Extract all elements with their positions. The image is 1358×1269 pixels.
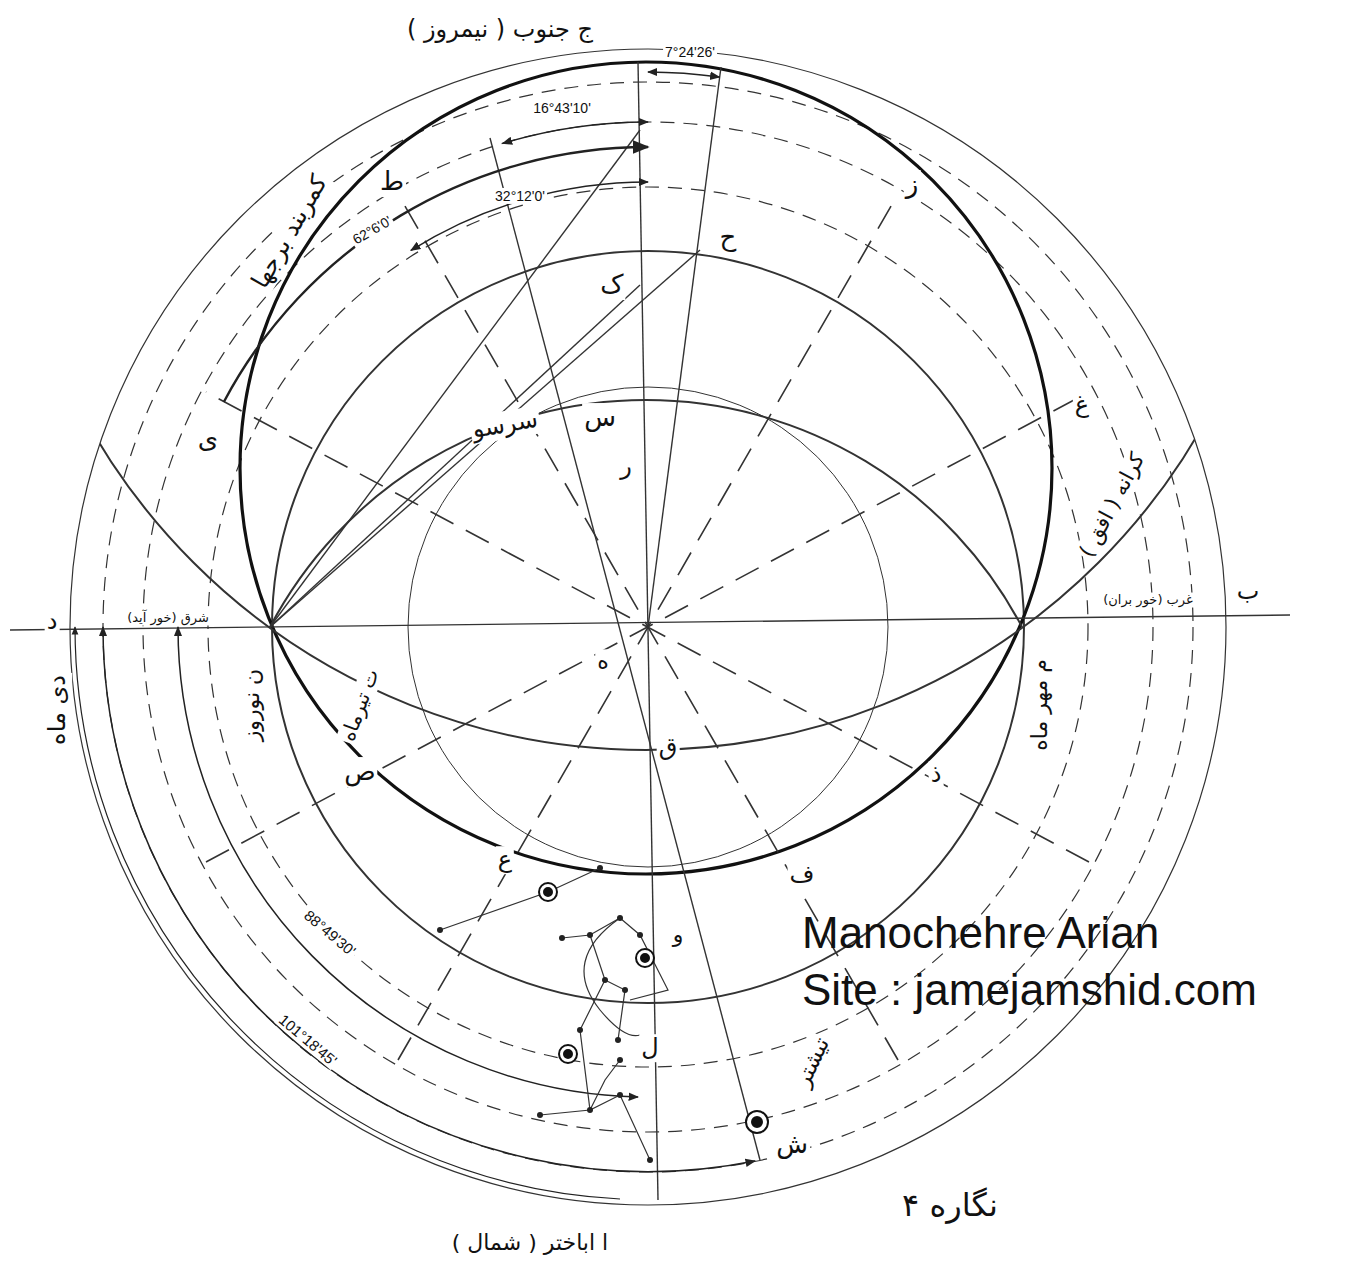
- angle-arc: [103, 627, 755, 1172]
- point-label: ح: [718, 223, 739, 253]
- sirius-symbol: [752, 1117, 762, 1127]
- point-label: سرسو: [468, 405, 542, 444]
- ecliptic-arc: [224, 147, 648, 402]
- point-label: ا اباختر ( شمال ): [450, 1230, 610, 1255]
- figure-caption: نگاره ۴: [900, 1187, 1000, 1224]
- lines: [10, 62, 1290, 1200]
- star-dot: [559, 935, 565, 941]
- point-label: ف: [788, 861, 817, 889]
- point-label: ه: [595, 649, 611, 674]
- star-symbols: [539, 883, 768, 1133]
- point-label: ز: [904, 170, 921, 200]
- point-label: ک: [598, 270, 625, 300]
- sirius-symbol: [746, 1111, 768, 1133]
- angle-arc: [503, 122, 648, 143]
- star-dot: [537, 1112, 543, 1118]
- point-label: ج جنوب ( نیمروز ): [405, 16, 595, 44]
- constellation-line: [584, 918, 640, 1036]
- star-dot: [602, 977, 608, 983]
- star-dot: [577, 1027, 583, 1033]
- star-symbol: [559, 1045, 577, 1063]
- point-label: ت تیرماه: [336, 664, 385, 746]
- angle-line: [648, 67, 721, 627]
- angle-label: 32°12'0': [493, 188, 547, 204]
- circles: [6, 0, 1286, 1205]
- dashed-diameter: [206, 392, 1089, 862]
- point-label: دی ماه: [44, 673, 72, 747]
- constellation: [440, 868, 668, 1160]
- point-label: ن نوروز: [239, 667, 264, 744]
- point-label: د: [45, 608, 60, 636]
- star-dot: [587, 1107, 593, 1113]
- star-dot: [437, 927, 443, 933]
- star-symbol: [539, 883, 557, 901]
- star-dot: [647, 1157, 653, 1163]
- point-label: ش: [774, 1130, 810, 1160]
- point-label: و: [671, 922, 686, 947]
- star-dot: [597, 865, 603, 871]
- angle-label: 16°43'10': [531, 100, 593, 116]
- point-label: ب: [1235, 578, 1262, 606]
- constellation-line: [605, 980, 625, 1040]
- point-label: تیشتر: [789, 1032, 835, 1093]
- star-symbol: [544, 888, 552, 896]
- star-dot: [615, 1037, 621, 1043]
- star-dot: [617, 1057, 623, 1063]
- star-symbol: [564, 1050, 572, 1058]
- point-label: س: [582, 403, 618, 433]
- angle-label: 62°6'0': [348, 212, 396, 249]
- point-label: ط: [378, 167, 406, 197]
- point-label: ص: [342, 757, 377, 787]
- point-label: غرب (خور بران): [1101, 593, 1195, 608]
- sky-circle: [240, 62, 1052, 874]
- point-label: غ: [1073, 391, 1091, 419]
- star-symbol: [636, 949, 654, 967]
- angle-label: 101°18'45': [274, 1010, 342, 1071]
- angle-arc: [178, 627, 638, 1097]
- ray-line: [270, 130, 640, 627]
- star-dot: [587, 932, 593, 938]
- sirius-line: [490, 138, 760, 1160]
- constellation-line: [562, 918, 668, 1000]
- star-dot: [637, 932, 643, 938]
- angle-arcs: [75, 72, 755, 1199]
- point-label: ل: [639, 1034, 660, 1062]
- constellation-line: [540, 1060, 620, 1115]
- point-label: م مهر ماه: [1027, 657, 1052, 753]
- point-label: کرانه ( افق ): [1074, 447, 1151, 563]
- point-label: شرق (خور آید): [125, 611, 211, 626]
- star-dot: [622, 987, 628, 993]
- constellation-stars: [437, 865, 653, 1163]
- watermark-text: Site : jamejamshid.com: [800, 965, 1259, 1016]
- watermark-text: Manochehre Arian: [800, 908, 1161, 959]
- star-symbol: [641, 954, 649, 962]
- angle-label: 7°24'26': [663, 44, 717, 60]
- angle-arc: [648, 72, 720, 77]
- point-label: ی: [196, 425, 220, 455]
- star-dot: [617, 1092, 623, 1098]
- point-label: ع: [496, 846, 514, 874]
- point-label: ر: [618, 453, 634, 481]
- ray-line: [270, 250, 700, 627]
- angle-arc: [75, 627, 620, 1199]
- point-label: ق: [657, 734, 680, 762]
- star-dot: [617, 915, 623, 921]
- dashed-diameter: [206, 392, 1089, 862]
- constellation-line: [440, 868, 600, 930]
- horizon-circle: [6, 0, 1286, 750]
- point-label: ذ: [929, 761, 944, 789]
